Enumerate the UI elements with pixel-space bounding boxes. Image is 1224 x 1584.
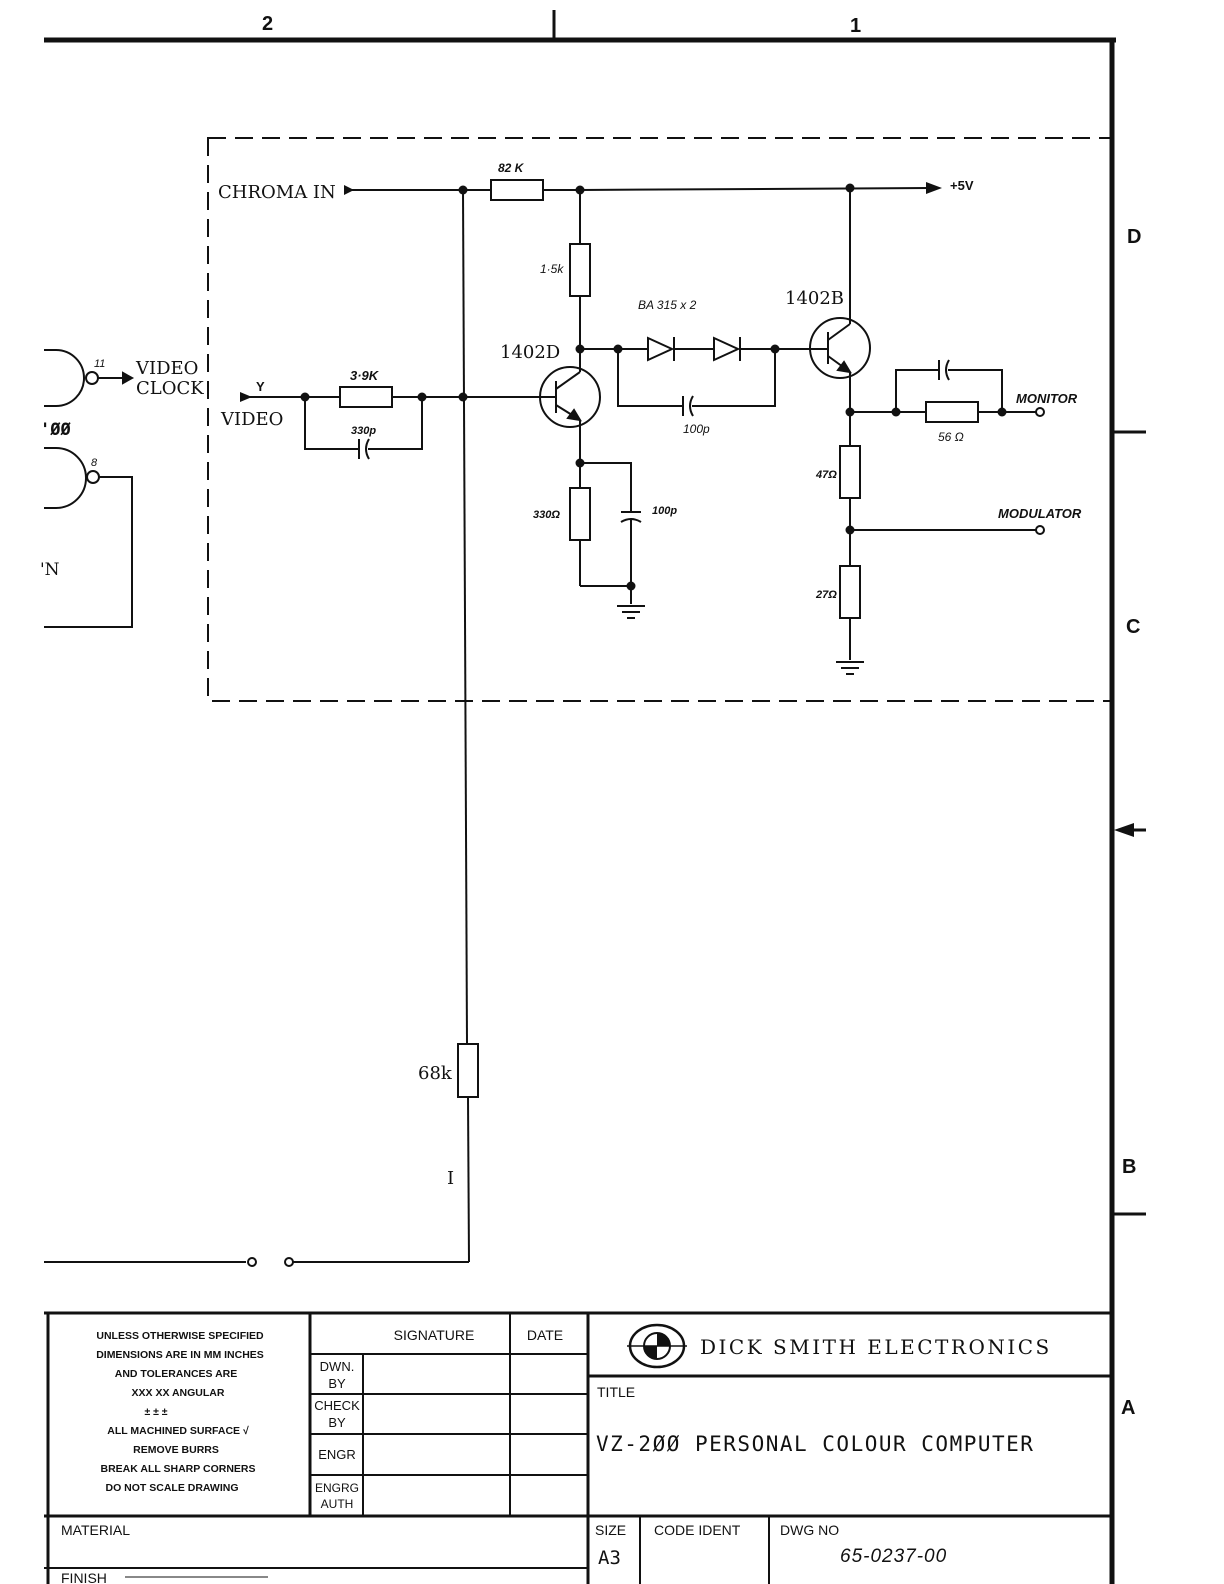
r-1-5k-label: 1·5k <box>540 262 564 276</box>
dwg-no-label: DWG NO <box>780 1522 839 1538</box>
diodes-label: BA 315 x 2 <box>638 298 697 312</box>
zone-label-c: C <box>1126 616 1140 638</box>
drawing-title: VZ-2ØØ PERSONAL COLOUR COMPUTER <box>596 1432 1034 1456</box>
check-by-label-1: CHECK <box>314 1398 360 1413</box>
zone-label-a: A <box>1121 1397 1135 1419</box>
nand-gate-lower <box>44 447 133 628</box>
i-label: I <box>447 1168 454 1189</box>
note-line: XXX XX ANGULAR <box>132 1387 225 1399</box>
transistor-d-label: 1402D <box>500 342 560 363</box>
diode-2 <box>713 336 741 362</box>
plus-5v-arrow <box>926 182 942 194</box>
chroma-in-label: CHROMA IN <box>218 182 336 203</box>
video-clock-label-1: VIDEO <box>135 358 198 379</box>
note-line: UNLESS OTHERWISE SPECIFIED <box>96 1330 264 1342</box>
date-header: DATE <box>527 1327 563 1343</box>
nand-gate-upper <box>44 349 99 407</box>
engr-label: ENGR <box>318 1447 356 1462</box>
partial-pin-label: ꞌN <box>40 560 60 580</box>
resistor-27 <box>839 565 861 619</box>
company-name: DICK SMITH ELECTRONICS <box>700 1335 1052 1359</box>
note-line: AND TOLERANCES ARE <box>115 1368 238 1380</box>
company-logo <box>627 1323 687 1369</box>
check-by-label-2: BY <box>328 1415 346 1430</box>
material-label: MATERIAL <box>61 1522 130 1538</box>
note-line: ± ± ± <box>144 1406 167 1418</box>
chroma-in-arrow <box>344 185 354 195</box>
note-line: DIMENSIONS ARE IN MM INCHES <box>96 1349 264 1361</box>
r-3-9k-label: 3·9K <box>350 368 380 383</box>
c-100p-emitter-label: 100p <box>652 505 677 517</box>
modulator-label: MODULATOR <box>998 506 1082 521</box>
diode-1 <box>647 336 675 362</box>
r-27-label: 27Ω <box>815 589 837 601</box>
ground-emitter-d <box>616 605 646 619</box>
size-value: A3 <box>598 1547 621 1569</box>
title-label: TITLE <box>597 1384 635 1400</box>
zone-label-1: 1 <box>850 15 861 37</box>
zone-label-2: 2 <box>262 13 273 35</box>
tolerance-notes: UNLESS OTHERWISE SPECIFIED DIMENSIONS AR… <box>96 1330 264 1494</box>
transistor-b-label: 1402B <box>785 288 844 309</box>
junction-dots <box>300 183 1007 591</box>
note-line: ALL MACHINED SURFACE √ <box>107 1425 249 1437</box>
module-boundary <box>207 137 1113 702</box>
resistor-330 <box>569 487 591 541</box>
resistor-56 <box>925 401 979 423</box>
monitor-label: MONITOR <box>1016 391 1078 406</box>
size-label: SIZE <box>595 1522 626 1538</box>
video-clock-wire <box>98 371 135 385</box>
resistor-82k <box>490 179 544 201</box>
transistor-1402d <box>539 349 601 428</box>
c-330p-label: 330p <box>351 425 376 437</box>
ground-emitter-b <box>835 661 865 675</box>
dwn-by-label-1: DWN. <box>320 1359 355 1374</box>
note-line: BREAK ALL SHARP CORNERS <box>101 1463 256 1475</box>
engrg-auth-label-2: AUTH <box>321 1497 354 1511</box>
video-label: VIDEO <box>220 409 283 430</box>
r-56-label: 56 Ω <box>938 430 964 444</box>
dwg-no-value: 65-0237-00 <box>840 1546 947 1567</box>
r-68k-label: 68k <box>418 1063 453 1084</box>
gate-pin-8: 8 <box>91 457 98 469</box>
signature-header: SIGNATURE <box>394 1327 475 1343</box>
terminals <box>247 407 1045 1267</box>
r-82k-label: 82 K <box>498 161 525 175</box>
capacitor-100p-emitter <box>620 511 642 523</box>
video-clock-label-2: CLOCK <box>136 378 204 399</box>
title-block <box>44 1311 1112 1584</box>
c-100p-diode-label: 100p <box>683 422 710 436</box>
r-330-label: 330Ω <box>533 509 560 521</box>
note-line: REMOVE BURRS <box>133 1444 219 1456</box>
gate-pin-11: 11 <box>94 358 105 370</box>
r-47-label: 47Ω <box>815 469 837 481</box>
zone-label-d: D <box>1127 226 1141 248</box>
resistor-68k <box>457 1043 479 1098</box>
resistor-1-5k <box>569 243 591 297</box>
code-ident-label: CODE IDENT <box>654 1522 741 1538</box>
engrg-auth-label-1: ENGRG <box>315 1481 359 1495</box>
finish-label: FINISH <box>61 1570 107 1584</box>
capacitor-100p-diodes <box>682 395 694 417</box>
partial-ic-label: ꞌØØ <box>40 420 71 440</box>
transistor-1402b <box>809 317 871 379</box>
plus-5v-label: +5V <box>950 178 974 193</box>
zone-label-b: B <box>1122 1156 1136 1178</box>
resistor-47 <box>839 445 861 499</box>
resistor-3-9k <box>339 386 393 408</box>
capacitor-monitor <box>938 359 950 381</box>
capacitor-330p <box>358 438 370 460</box>
note-line: DO NOT SCALE DRAWING <box>106 1482 239 1494</box>
video-y-arrow <box>240 392 252 402</box>
y-label: Y <box>256 379 265 394</box>
dwn-by-label-2: BY <box>328 1376 346 1391</box>
